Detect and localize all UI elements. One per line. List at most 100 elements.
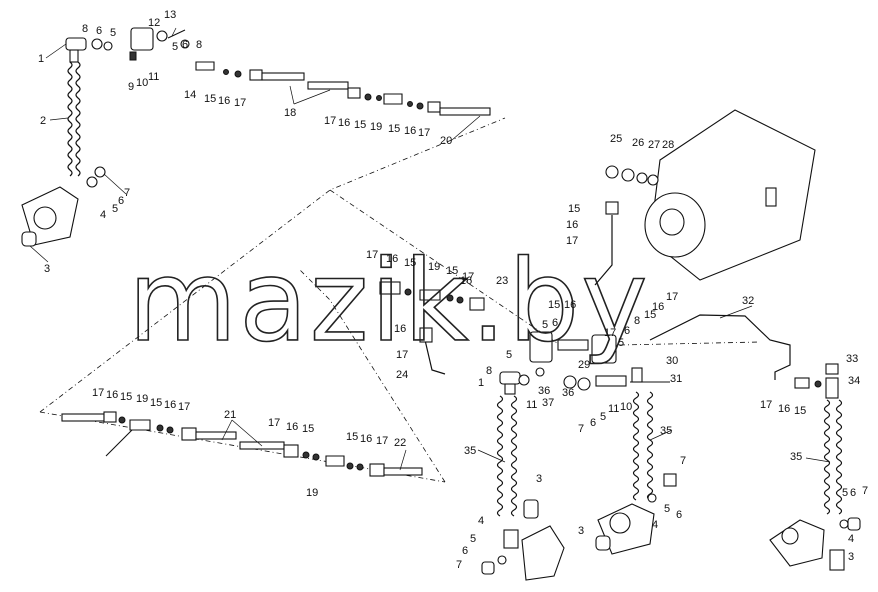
part-label: 8 — [486, 365, 492, 377]
part-label: 8 — [82, 23, 88, 35]
part-label: 7 — [124, 187, 130, 199]
part-label: 17 — [92, 387, 104, 399]
part-label: 11 — [608, 403, 619, 415]
part-label: 10 — [136, 77, 148, 89]
part-label: 5 — [618, 337, 624, 349]
part-label: 16 — [360, 433, 372, 445]
part-label: 9 — [128, 81, 134, 93]
part-label: 6 — [676, 509, 682, 521]
part-label: 8 — [196, 39, 202, 51]
part-label: 6 — [118, 195, 124, 207]
part-label: 15 — [120, 391, 132, 403]
part-label: 16 — [286, 421, 298, 433]
part-label: 17 — [324, 115, 336, 127]
part-label: 16 — [564, 299, 576, 311]
part-label: 4 — [652, 519, 658, 531]
part-label: 17 — [396, 349, 408, 361]
part-label: 11 — [148, 71, 159, 83]
part-label: 15 — [568, 203, 580, 215]
part-label: 17 — [234, 97, 246, 109]
part-label: 6 — [96, 25, 102, 37]
part-label: 18 — [284, 107, 296, 119]
part-label: 16 — [218, 95, 230, 107]
part-label: 17 — [178, 401, 190, 413]
part-label: 19 — [136, 393, 148, 405]
part-label: 15 — [404, 257, 416, 269]
part-label: 36 — [538, 385, 550, 397]
part-label: 15 — [204, 93, 216, 105]
part-label: 5 — [542, 319, 548, 331]
part-label: 19 — [306, 487, 318, 499]
part-label: 11 — [526, 399, 537, 411]
part-label: 5 — [172, 41, 178, 53]
part-label: 32 — [742, 295, 754, 307]
part-label: 22 — [394, 437, 406, 449]
part-label: 17 — [462, 271, 474, 283]
part-label: 5 — [842, 487, 848, 499]
part-label: 6 — [850, 487, 856, 499]
part-label: 31 — [670, 373, 682, 385]
part-label: 15 — [388, 123, 400, 135]
part-label: 6 — [182, 39, 188, 51]
part-label: 6 — [552, 317, 558, 329]
part-label: 33 — [846, 353, 858, 365]
part-label: 17 — [376, 435, 388, 447]
part-label: 19 — [428, 261, 440, 273]
part-label: 16 — [386, 253, 398, 265]
part-label: 34 — [848, 375, 860, 387]
watermark-text: mazik.by — [128, 237, 649, 367]
part-label: 4 — [848, 533, 854, 545]
part-label: 16 — [164, 399, 176, 411]
part-label: 3 — [536, 473, 542, 485]
part-label: 5 — [470, 533, 476, 545]
part-label: 6 — [590, 417, 596, 429]
part-label: 15 — [346, 431, 358, 443]
part-label: 15 — [354, 119, 366, 131]
part-label: 3 — [848, 551, 854, 563]
part-label: 17 — [366, 249, 378, 261]
part-label: 7 — [578, 423, 584, 435]
part-label: 19 — [370, 121, 382, 133]
part-label: 15 — [302, 423, 314, 435]
part-label: 15 — [548, 299, 560, 311]
part-label: 5 — [664, 503, 670, 515]
part-label: 28 — [662, 139, 674, 151]
part-label: 8 — [634, 315, 640, 327]
part-label: 15 — [446, 265, 458, 277]
part-label: 7 — [862, 485, 868, 497]
air-tank — [594, 109, 816, 286]
part-label: 23 — [496, 275, 508, 287]
middle-valve-block — [379, 281, 839, 399]
part-label: 37 — [542, 397, 554, 409]
part-label: 7 — [680, 455, 686, 467]
leader-lines — [29, 27, 831, 471]
part-label: 17 — [666, 291, 678, 303]
part-label: 21 — [224, 409, 236, 421]
part-label: 14 — [184, 89, 196, 101]
part-label: 26 — [632, 137, 644, 149]
part-label: 1 — [38, 53, 44, 65]
part-label: 10 — [620, 401, 632, 413]
part-label: 12 — [148, 17, 160, 29]
part-label: 1 — [478, 377, 484, 389]
part-label: 16 — [394, 323, 406, 335]
part-label: 6 — [624, 325, 630, 337]
part-label: 5 — [600, 411, 606, 423]
part-label: 5 — [506, 349, 512, 361]
part-label: 3 — [44, 263, 50, 275]
part-label: 6 — [462, 545, 468, 557]
top-left-assembly — [21, 27, 491, 247]
part-label: 17 — [604, 327, 616, 339]
part-label: 29 — [578, 359, 590, 371]
part-label: 16 — [566, 219, 578, 231]
bottom-hoses — [481, 391, 861, 581]
part-label: 15 — [794, 405, 806, 417]
part-label: 13 — [164, 9, 176, 21]
part-label: 16 — [106, 389, 118, 401]
part-label: 35 — [790, 451, 802, 463]
part-label: 2 — [40, 115, 46, 127]
part-label: 17 — [268, 417, 280, 429]
part-label: 25 — [610, 133, 622, 145]
part-label: 15 — [150, 397, 162, 409]
